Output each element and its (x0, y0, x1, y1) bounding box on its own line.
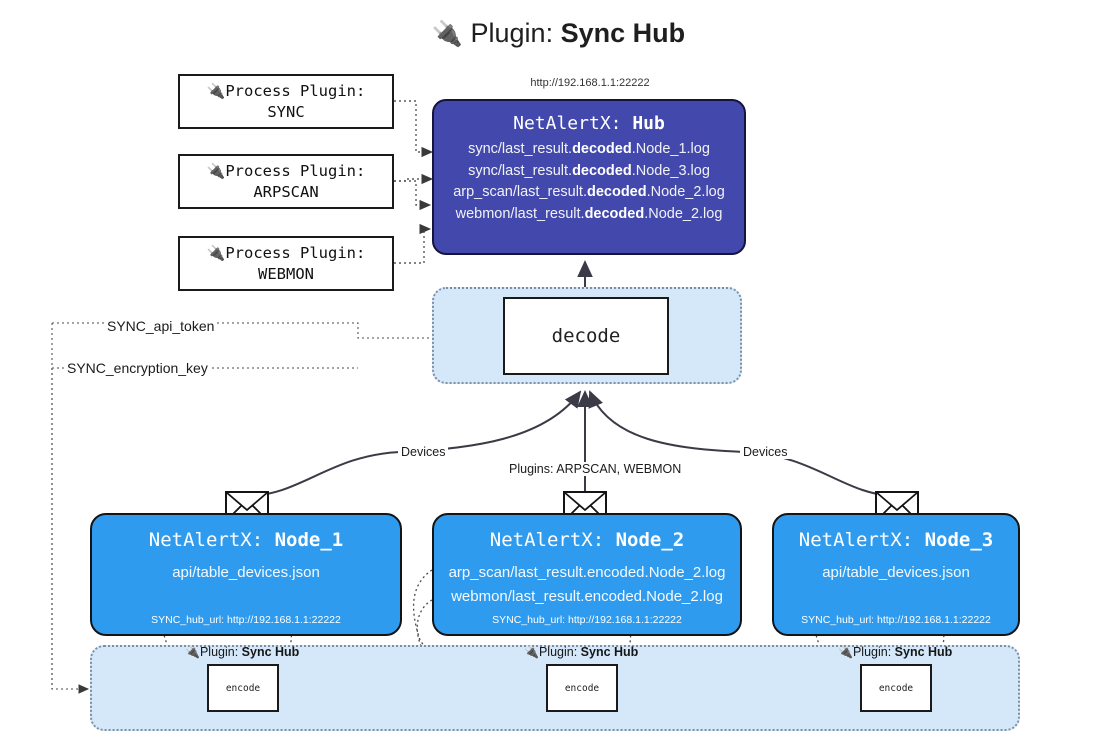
hub-node[interactable]: NetAlertX: Hub sync/last_result.decoded.… (432, 99, 746, 255)
process-plugin-line1: 🔌Process Plugin: (206, 161, 366, 180)
encode-box-2[interactable]: encode (546, 664, 618, 712)
process-plugin-sync[interactable]: 🔌Process Plugin: SYNC (178, 74, 394, 129)
title-name: Sync Hub (560, 18, 686, 48)
plug-icon: 🔌 (206, 243, 226, 262)
edge-label-devices-right: Devices (740, 445, 791, 459)
hub-log-entry: sync/last_result.decoded.Node_1.log (468, 141, 710, 157)
process-plugin-line2: ARPSCAN (253, 182, 319, 201)
node-line: api/table_devices.json (822, 564, 970, 581)
encode-caption-3: 🔌Plugin: Sync Hub (838, 645, 953, 659)
hub-title: NetAlertX: Hub (513, 113, 665, 134)
node-line-list: arp_scan/last_result.encoded.Node_2.log … (434, 565, 740, 604)
plug-icon: 🔌 (206, 81, 226, 100)
process-plugin-line2: WEBMON (258, 264, 314, 283)
process-plugin-webmon[interactable]: 🔌Process Plugin: WEBMON (178, 236, 394, 291)
node-2[interactable]: NetAlertX: Node_2 arp_scan/last_result.e… (432, 513, 742, 636)
node-line: api/table_devices.json (172, 564, 320, 581)
process-plugin-arpscan[interactable]: 🔌Process Plugin: ARPSCAN (178, 154, 394, 209)
hub-log-entry: arp_scan/last_result.decoded.Node_2.log (453, 184, 725, 200)
hub-log-entry: sync/last_result.decoded.Node_3.log (468, 162, 710, 179)
edge-label-plugins: Plugins: ARPSCAN, WEBMON (506, 462, 685, 476)
process-plugin-line1: 🔌Process Plugin: (206, 81, 366, 100)
plug-icon: 🔌 (524, 645, 539, 659)
sync-api-token-label: SYNC_api_token (104, 318, 218, 334)
node-footer: SYNC_hub_url: http://192.168.1.1:22222 (801, 614, 991, 626)
plug-icon: 🔌 (185, 645, 200, 659)
plug-icon: 🔌 (431, 20, 463, 48)
page-title: 🔌 Plugin: Sync Hub (0, 18, 1117, 49)
title-prefix: Plugin: (470, 18, 554, 48)
plug-icon: 🔌 (838, 645, 853, 659)
node-title: NetAlertX: Node_2 (489, 529, 685, 551)
sync-encryption-key-label: SYNC_encryption_key (64, 360, 211, 376)
hub-url: http://192.168.1.1:22222 (530, 77, 650, 89)
plug-icon: 🔌 (206, 161, 226, 180)
node-line: arp_scan/last_result.encoded.Node_2.log (448, 564, 726, 581)
node-title: NetAlertX: Node_1 (148, 529, 344, 551)
node-title: NetAlertX: Node_3 (798, 529, 994, 551)
process-plugin-line2: SYNC (267, 102, 305, 121)
node-3[interactable]: NetAlertX: Node_3 api/table_devices.json… (772, 513, 1020, 636)
node-line: webmon/last_result.encoded.Node_2.log (451, 588, 723, 605)
hub-log-list: sync/last_result.decoded.Node_1.log sync… (434, 142, 744, 221)
process-plugin-line1: 🔌Process Plugin: (206, 243, 366, 262)
encode-box-3[interactable]: encode (860, 664, 932, 712)
node-line-list: api/table_devices.json (774, 565, 1018, 580)
encode-caption-1: 🔌Plugin: Sync Hub (185, 645, 300, 659)
encode-box-1[interactable]: encode (207, 664, 279, 712)
edge-label-devices-left: Devices (398, 445, 449, 459)
decode-box[interactable]: decode (503, 297, 669, 375)
encode-caption-2: 🔌Plugin: Sync Hub (524, 645, 639, 659)
hub-log-entry: webmon/last_result.decoded.Node_2.log (455, 205, 723, 222)
node-line-list: api/table_devices.json (92, 565, 400, 580)
node-footer: SYNC_hub_url: http://192.168.1.1:22222 (492, 614, 682, 626)
node-1[interactable]: NetAlertX: Node_1 api/table_devices.json… (90, 513, 402, 636)
node-footer: SYNC_hub_url: http://192.168.1.1:22222 (151, 614, 341, 626)
